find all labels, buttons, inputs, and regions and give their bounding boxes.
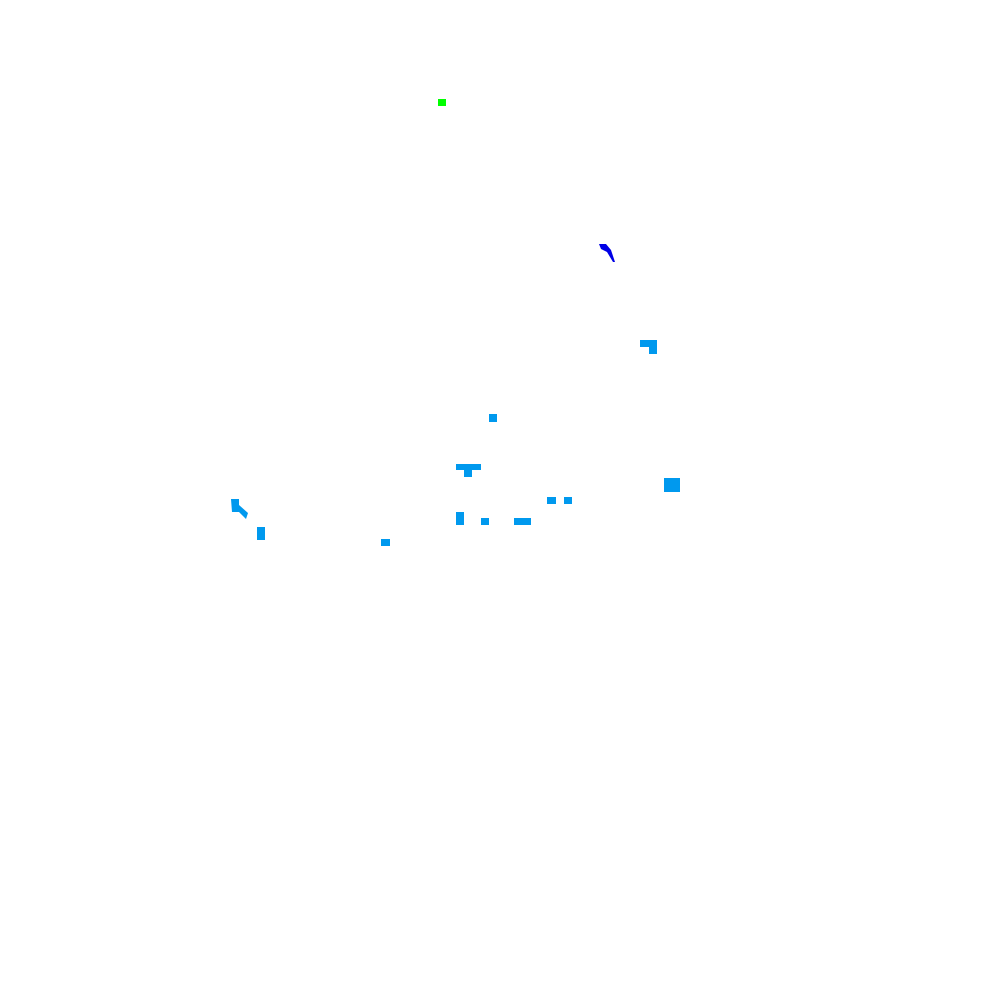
cyan-diagonal-fragment: [231, 499, 248, 519]
blue-curve-fragment: [599, 244, 615, 262]
cyan-t-shape: [456, 464, 481, 477]
cyan-pair-left: [547, 497, 556, 504]
cyan-tiny-square: [481, 518, 489, 525]
cyan-low-square: [381, 539, 390, 546]
cyan-small-square: [489, 414, 497, 422]
cyan-l-shape: [640, 340, 657, 354]
cyan-vertical-bar-left: [257, 527, 265, 540]
cyan-vertical-bar-mid: [456, 512, 464, 525]
green-marker: [438, 99, 446, 106]
cyan-pair-right: [564, 497, 572, 504]
cyan-horizontal-bar: [514, 518, 531, 525]
cyan-large-square: [664, 478, 680, 492]
